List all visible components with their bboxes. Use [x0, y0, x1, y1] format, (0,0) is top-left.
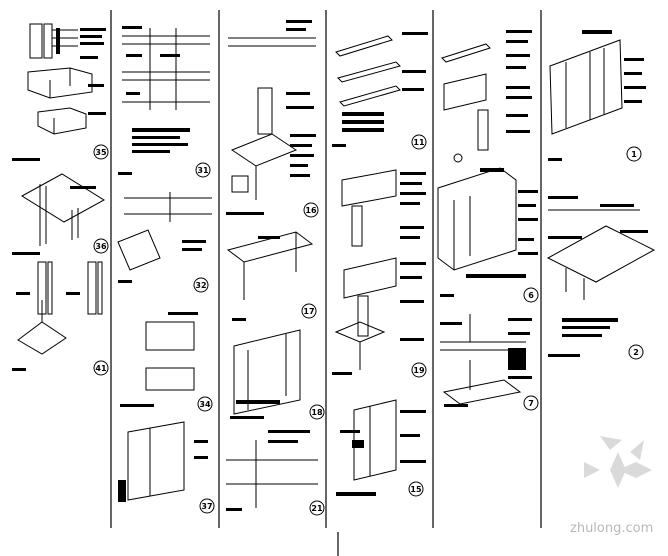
detail-number: 15 [410, 485, 422, 494]
detail-number: 16 [305, 206, 317, 215]
detail-number: 19 [413, 366, 425, 375]
detail-number: 32 [195, 281, 206, 290]
watermark-text: zhulong.com [570, 521, 653, 536]
column-2-hatch [118, 26, 208, 502]
detail-number: 37 [201, 502, 212, 511]
column-6-details [546, 39, 656, 300]
detail-number: 21 [311, 504, 323, 513]
detail-number: 7 [528, 399, 534, 408]
detail-number: 1 [631, 150, 637, 159]
column-dividers [110, 10, 542, 556]
column-5-hatch [440, 30, 538, 407]
column-1-details [17, 23, 105, 355]
watermark-logo [584, 436, 652, 488]
column-4-details [334, 35, 401, 481]
detail-number: 2 [633, 348, 639, 357]
column-2-details [117, 28, 212, 501]
detail-number: 6 [528, 291, 534, 300]
column-3-details [226, 37, 318, 508]
column-4-hatch [332, 32, 428, 496]
column-1-hatch [12, 28, 106, 371]
detail-bubbles [93, 134, 644, 516]
detail-number: 36 [95, 242, 107, 251]
detail-number: 34 [199, 400, 211, 409]
detail-number: 35 [95, 148, 107, 157]
column-6-hatch [548, 30, 648, 357]
detail-number: 18 [311, 408, 323, 417]
detail-numbers: 35 31 16 11 1 36 32 17 6 41 2 34 18 19 7… [95, 138, 638, 513]
detail-number: 31 [197, 166, 209, 175]
detail-number: 17 [303, 307, 314, 316]
detail-number: 41 [95, 364, 107, 373]
column-3-hatch [226, 20, 316, 511]
detail-number: 11 [413, 138, 425, 147]
